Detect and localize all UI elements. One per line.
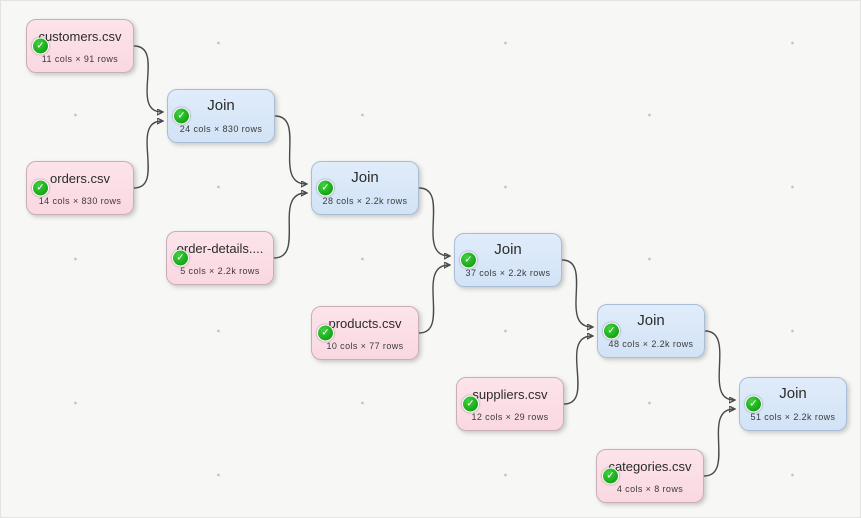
node-title: categories.csv <box>608 459 692 474</box>
node-order-details-csv[interactable]: ✓ order-details.... 5 cols × 2.2k rows <box>166 231 274 285</box>
check-icon: ✓ <box>172 249 189 267</box>
edge-join4-join5[interactable] <box>704 330 734 400</box>
edge-join2-join3[interactable] <box>418 187 449 256</box>
node-categories-csv[interactable]: ✓ categories.csv 4 cols × 8 rows <box>596 449 704 503</box>
node-title: Join <box>637 312 665 329</box>
node-stats: 37 cols × 2.2k rows <box>465 268 551 278</box>
node-stats: 4 cols × 8 rows <box>616 484 684 494</box>
check-icon: ✓ <box>460 251 477 269</box>
check-icon: ✓ <box>602 467 619 485</box>
node-title: Join <box>494 241 522 258</box>
node-stats: 28 cols × 2.2k rows <box>322 196 408 206</box>
node-stats: 24 cols × 830 rows <box>179 124 263 134</box>
node-stats: 11 cols × 91 rows <box>41 54 119 64</box>
check-icon: ✓ <box>32 37 49 55</box>
edge-products-join3[interactable] <box>418 265 449 334</box>
edge-suppliers-join4[interactable] <box>563 336 592 405</box>
node-title: products.csv <box>328 316 402 331</box>
check-icon: ✓ <box>603 322 620 340</box>
node-join-2[interactable]: ✓ Join 28 cols × 2.2k rows <box>311 161 419 215</box>
edge-orderdetails-join2[interactable] <box>273 193 306 259</box>
node-join-3[interactable]: ✓ Join 37 cols × 2.2k rows <box>454 233 562 287</box>
node-title: suppliers.csv <box>472 387 548 402</box>
check-icon: ✓ <box>745 395 762 413</box>
node-stats: 12 cols × 29 rows <box>471 412 549 422</box>
node-title: order-details.... <box>176 241 264 256</box>
check-icon: ✓ <box>462 395 479 413</box>
node-stats: 14 cols × 830 rows <box>38 196 122 206</box>
node-stats: 10 cols × 77 rows <box>326 341 404 351</box>
edge-categories-join5[interactable] <box>703 409 734 477</box>
edge-customers-join1[interactable] <box>133 45 162 112</box>
edge-join1-join2[interactable] <box>274 115 306 184</box>
node-title: customers.csv <box>38 29 122 44</box>
node-suppliers-csv[interactable]: ✓ suppliers.csv 12 cols × 29 rows <box>456 377 564 431</box>
node-stats: 51 cols × 2.2k rows <box>750 412 836 422</box>
check-icon: ✓ <box>32 179 49 197</box>
node-products-csv[interactable]: ✓ products.csv 10 cols × 77 rows <box>311 306 419 360</box>
node-customers-csv[interactable]: ✓ customers.csv 11 cols × 91 rows <box>26 19 134 73</box>
check-icon: ✓ <box>173 107 190 125</box>
node-stats: 5 cols × 2.2k rows <box>180 266 260 276</box>
node-stats: 48 cols × 2.2k rows <box>608 339 694 349</box>
node-title: Join <box>779 385 807 402</box>
node-join-5[interactable]: ✓ Join 51 cols × 2.2k rows <box>739 377 847 431</box>
check-icon: ✓ <box>317 324 334 342</box>
node-title: Join <box>351 169 379 186</box>
node-title: orders.csv <box>50 171 110 186</box>
node-orders-csv[interactable]: ✓ orders.csv 14 cols × 830 rows <box>26 161 134 215</box>
check-icon: ✓ <box>317 179 334 197</box>
edge-orders-join1[interactable] <box>133 121 162 189</box>
node-join-4[interactable]: ✓ Join 48 cols × 2.2k rows <box>597 304 705 358</box>
edge-join3-join4[interactable] <box>561 259 592 327</box>
node-title: Join <box>207 97 235 114</box>
node-join-1[interactable]: ✓ Join 24 cols × 830 rows <box>167 89 275 143</box>
